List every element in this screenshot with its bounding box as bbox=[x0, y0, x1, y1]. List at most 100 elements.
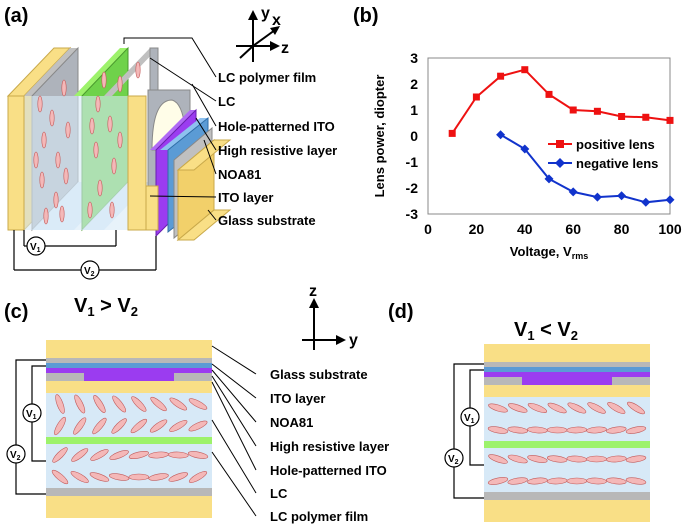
svg-text:V1: V1 bbox=[26, 409, 37, 421]
lc-molecule bbox=[487, 426, 509, 434]
lc-molecule bbox=[606, 455, 627, 463]
lc-molecule bbox=[566, 477, 588, 485]
lc-molecule bbox=[168, 472, 189, 482]
label-a-glass-substrate: Glass substrate bbox=[218, 213, 316, 228]
lc-molecule bbox=[586, 455, 607, 463]
ito-bottom bbox=[46, 488, 212, 496]
lc-molecule bbox=[150, 396, 167, 412]
data-point bbox=[521, 66, 529, 74]
glass-mid-top bbox=[46, 381, 212, 393]
lc-molecule bbox=[527, 477, 548, 485]
wire-v2 bbox=[453, 363, 484, 499]
y-tick-label: -2 bbox=[406, 180, 419, 196]
lc-molecule bbox=[169, 397, 188, 411]
lc-molecule bbox=[74, 394, 86, 414]
axes-3d: y x z bbox=[236, 5, 289, 62]
lc-layer-bottom bbox=[484, 448, 650, 492]
y-tick-label: 3 bbox=[410, 50, 418, 66]
lc-molecule bbox=[527, 455, 548, 463]
glass-mid-top bbox=[484, 385, 650, 397]
label-a-lc-polymer-film: LC polymer film bbox=[218, 70, 316, 85]
lc-molecule bbox=[187, 451, 209, 459]
label-a-hole-ito: Hole-patterned ITO bbox=[218, 119, 335, 134]
label-c-glass-substrate: Glass substrate bbox=[270, 367, 368, 382]
lc-molecule bbox=[108, 473, 130, 481]
chart-x-axis-label: Voltage, Vrms bbox=[510, 244, 588, 261]
x-tick-label: 60 bbox=[565, 221, 581, 237]
lc-molecule bbox=[587, 402, 606, 414]
lc-molecule bbox=[625, 477, 647, 485]
label-c-noa81: NOA81 bbox=[270, 415, 313, 430]
lc-molecule bbox=[586, 477, 607, 485]
data-point bbox=[496, 130, 506, 140]
lc-molecule bbox=[507, 454, 528, 464]
lc-molecule bbox=[128, 451, 149, 459]
y-tick-label: 2 bbox=[410, 76, 418, 92]
label-c-hole-ito: Hole-patterned ITO bbox=[270, 463, 387, 478]
lc-molecule bbox=[607, 402, 626, 414]
lc-layer-top bbox=[46, 393, 212, 437]
data-point bbox=[593, 107, 601, 115]
lc-molecule bbox=[71, 448, 89, 462]
lc-molecule bbox=[111, 418, 127, 434]
resistive-bump bbox=[84, 373, 174, 381]
condition-c: V1 > V2 bbox=[74, 295, 138, 319]
high-resistive-layer bbox=[484, 372, 650, 377]
data-point bbox=[641, 197, 651, 207]
data-point bbox=[666, 116, 674, 124]
voltage-source-v2: V2 bbox=[6, 444, 26, 464]
hole-ito-right bbox=[174, 373, 212, 381]
voltage-source-a-v2: V2 bbox=[80, 260, 100, 280]
label-c-lc-polymer-film: LC polymer film bbox=[270, 509, 368, 524]
lc-molecule bbox=[527, 403, 548, 413]
chart-plot-frame bbox=[427, 57, 671, 215]
y-tick-label: -3 bbox=[406, 206, 419, 222]
lc-molecule bbox=[167, 451, 189, 459]
label-c-lc: LC bbox=[270, 486, 288, 501]
chart-legend: positive lens negative lens bbox=[548, 137, 658, 171]
panel-d-label: (d) bbox=[388, 301, 414, 323]
label-c-high-resistive: High resistive layer bbox=[270, 439, 389, 454]
x-tick-label: 20 bbox=[469, 221, 485, 237]
voltage-source-v1: V1 bbox=[460, 407, 480, 427]
panel-a-label: (a) bbox=[4, 5, 28, 27]
glass-bottom bbox=[46, 496, 212, 518]
lc-molecule bbox=[547, 402, 567, 414]
lc-molecule bbox=[625, 426, 647, 434]
lc-molecule bbox=[169, 420, 188, 432]
condition-d: V1 < V2 bbox=[514, 319, 578, 343]
svg-text:V2: V2 bbox=[84, 266, 95, 278]
noa81-layer bbox=[46, 363, 212, 368]
lc-molecule bbox=[51, 469, 69, 485]
glass-bottom bbox=[484, 500, 650, 522]
callouts-a bbox=[123, 37, 217, 221]
voltage-source-v1: V1 bbox=[22, 403, 42, 423]
data-point bbox=[497, 72, 505, 80]
lc-molecule bbox=[586, 426, 607, 434]
data-point bbox=[545, 90, 553, 98]
ito-bottom bbox=[484, 492, 650, 500]
data-point bbox=[618, 113, 626, 120]
legend-negative-lens: negative lens bbox=[576, 156, 658, 171]
y-tick-label: 0 bbox=[410, 128, 418, 144]
lc-molecule bbox=[606, 477, 627, 485]
y-tick-label: -1 bbox=[406, 154, 419, 170]
axis-z2-label: z bbox=[309, 283, 317, 300]
data-point bbox=[568, 187, 578, 197]
lc-molecule bbox=[188, 398, 208, 410]
data-point bbox=[617, 191, 627, 201]
data-point bbox=[569, 106, 577, 114]
label-a-high-resistive: High resistive layer bbox=[218, 143, 337, 158]
ito-layer bbox=[46, 358, 212, 363]
hole-ito-right bbox=[612, 377, 650, 385]
series-line-0 bbox=[451, 68, 671, 134]
high-resistive-layer bbox=[46, 368, 212, 373]
hole-ito-left bbox=[484, 377, 522, 385]
lc-molecule bbox=[627, 401, 645, 415]
lc-molecule bbox=[90, 449, 109, 461]
axis-x-label: x bbox=[272, 12, 281, 29]
lc-molecule bbox=[488, 454, 508, 464]
label-a-ito-layer: ITO layer bbox=[218, 190, 273, 205]
